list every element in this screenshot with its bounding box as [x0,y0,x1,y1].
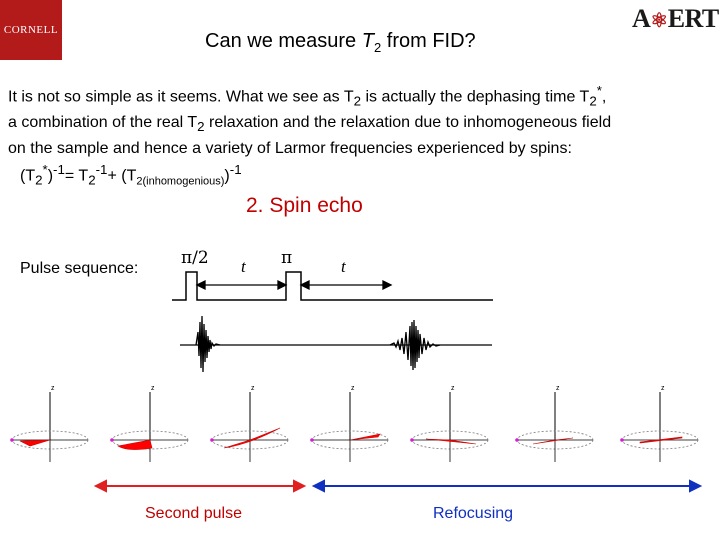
tau-arrow-1 [195,279,288,291]
section-heading: 2. Spin echo [246,194,363,217]
refocusing-arrow [311,479,703,493]
svg-text:z: z [661,385,665,392]
paragraph-line-1: It is not so simple as it seems. What we… [8,83,607,109]
bloch-frame-2: z [110,385,189,462]
svg-text:z: z [451,385,455,392]
pulse-sequence-line [172,271,493,301]
paragraph-line-3: on the sample and hence a variety of Lar… [8,139,572,157]
refocusing-label: Refocusing [433,505,514,522]
bloch-frame-1: z [10,385,89,462]
relaxation-formula: (T2*)-1= T2-1+ (T2(inhomogenious))-1 [20,162,242,188]
acert-logo: A⚛ERT [632,4,719,33]
tau-label-2: t [341,257,347,276]
echo-signal [389,319,441,371]
second-pulse-label: Second pulse [145,505,242,522]
pulse-pi-label: π [281,248,292,268]
svg-text:z: z [556,385,560,392]
tau-arrow-2 [299,279,393,291]
svg-text:z: z [251,385,255,392]
svg-text:z: z [151,385,155,392]
pulse-pi-half-label: π/2 [181,248,209,268]
tau-label-1: t [241,257,247,276]
bloch-frame-5: z [410,385,489,462]
cornell-logo: CORNELL [0,0,62,60]
second-pulse-arrow [93,479,307,493]
bloch-frame-3: z [210,385,289,462]
svg-text:z: z [351,385,355,392]
bloch-frame-4: z [310,385,389,462]
svg-text:z: z [51,385,55,392]
fid-signal [195,315,221,373]
bloch-frame-7: z [620,385,699,462]
body-paragraph: It is not so simple as it seems. What we… [8,80,713,193]
bloch-frame-6: z [515,385,594,462]
slide-title: Can we measure T2 from FID? [205,30,476,55]
pulse-sequence-label: Pulse sequence: [20,260,139,277]
paragraph-line-2: a combination of the real T2 relaxation … [8,114,612,135]
